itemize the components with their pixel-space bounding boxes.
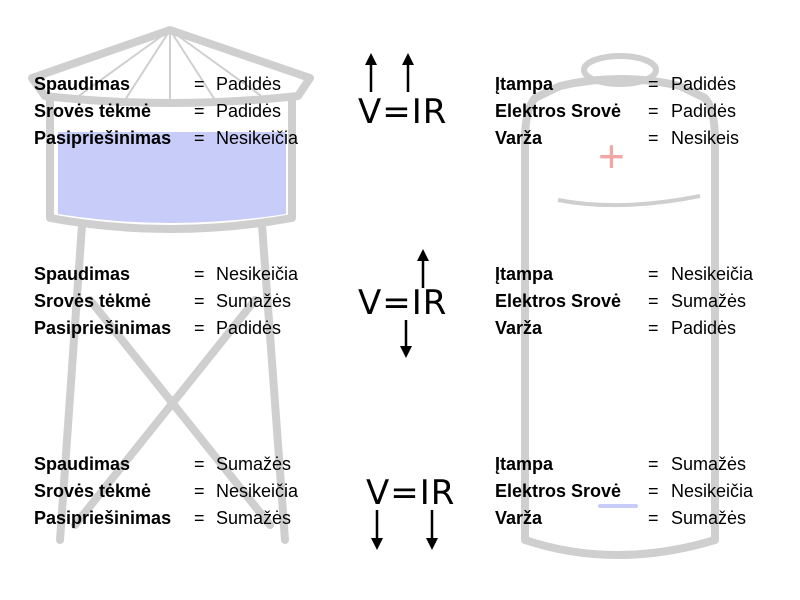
electric-label: Įtampa bbox=[495, 264, 554, 284]
water-value: Sumažės bbox=[216, 291, 292, 311]
equals-sign: = bbox=[194, 74, 205, 94]
arrow-down-icon bbox=[371, 510, 383, 550]
water-value: Padidės bbox=[216, 318, 282, 338]
electric-value: Sumažės bbox=[671, 291, 747, 311]
water-label: Pasipriešinimas bbox=[34, 508, 172, 528]
water-tower-brace-1 bbox=[86, 296, 274, 529]
equals-sign: = bbox=[194, 481, 205, 501]
equals-sign: = bbox=[648, 318, 659, 338]
water-value: Padidės bbox=[216, 74, 282, 94]
electric-value: Nesikeičia bbox=[671, 481, 754, 501]
water-label: Spaudimas bbox=[34, 454, 131, 474]
water-value: Nesikeičia bbox=[216, 481, 299, 501]
equals-sign: = bbox=[648, 101, 659, 121]
battery-label-line bbox=[557, 194, 701, 208]
equals-sign: = bbox=[194, 264, 205, 284]
arrow-down-icon bbox=[426, 510, 438, 550]
water-tower-leg-left bbox=[56, 221, 86, 544]
arrow-up-icon bbox=[365, 53, 377, 92]
electric-label: Įtampa bbox=[495, 74, 554, 94]
water-label: Srovės tėkmė bbox=[34, 481, 152, 501]
water-value: Padidės bbox=[216, 101, 282, 121]
equals-sign: = bbox=[648, 291, 659, 311]
electric-label: Elektros Srovė bbox=[495, 481, 622, 501]
equals-sign: = bbox=[194, 291, 205, 311]
water-label: Pasipriešinimas bbox=[34, 128, 172, 148]
arrow-up-icon bbox=[402, 53, 414, 92]
battery-illustration bbox=[521, 53, 719, 559]
equals-sign: = bbox=[648, 454, 659, 474]
water-value: Sumažės bbox=[216, 454, 292, 474]
water-tower-brace-2 bbox=[71, 296, 259, 529]
ohms-law-formula: V=IR bbox=[366, 473, 456, 513]
water-tower-tank bbox=[46, 96, 296, 233]
water-label: Srovės tėkmė bbox=[34, 101, 152, 121]
water-value: Sumažės bbox=[216, 508, 292, 528]
electric-value: Nesikeičia bbox=[671, 264, 754, 284]
equals-sign: = bbox=[648, 128, 659, 148]
equals-sign: = bbox=[194, 101, 205, 121]
electric-label: Varža bbox=[495, 318, 543, 338]
equals-sign: = bbox=[194, 318, 205, 338]
water-label: Spaudimas bbox=[34, 74, 131, 94]
water-tower-leg-right bbox=[258, 221, 289, 544]
electric-value: Padidės bbox=[671, 318, 737, 338]
equals-sign: = bbox=[194, 454, 205, 474]
water-tower-illustration bbox=[28, 26, 314, 544]
water-fill bbox=[58, 132, 286, 223]
battery-plus-symbol: + bbox=[598, 130, 625, 182]
water-label: Spaudimas bbox=[34, 264, 131, 284]
equals-sign: = bbox=[648, 508, 659, 528]
electric-label: Elektros Srovė bbox=[495, 101, 622, 121]
ohms-law-formula: V=IR bbox=[358, 92, 448, 132]
electric-value: Nesikeis bbox=[671, 128, 740, 148]
water-label: Srovės tėkmė bbox=[34, 291, 152, 311]
electric-label: Varža bbox=[495, 128, 543, 148]
arrow-up-icon bbox=[417, 249, 429, 288]
ohms-law-formula: V=IR bbox=[358, 283, 448, 323]
electric-value: Padidės bbox=[671, 74, 737, 94]
electric-label: Elektros Srovė bbox=[495, 291, 622, 311]
electric-value: Sumažės bbox=[671, 508, 747, 528]
equals-sign: = bbox=[648, 264, 659, 284]
equals-sign: = bbox=[194, 128, 205, 148]
equals-sign: = bbox=[648, 481, 659, 501]
water-value: Nesikeičia bbox=[216, 264, 299, 284]
electric-label: Varža bbox=[495, 508, 543, 528]
electric-value: Padidės bbox=[671, 101, 737, 121]
battery-terminal bbox=[581, 53, 659, 87]
equals-sign: = bbox=[194, 508, 205, 528]
equals-sign: = bbox=[648, 74, 659, 94]
water-value: Nesikeičia bbox=[216, 128, 299, 148]
water-label: Pasipriešinimas bbox=[34, 318, 172, 338]
electric-label: Įtampa bbox=[495, 454, 554, 474]
electric-value: Sumažės bbox=[671, 454, 747, 474]
arrow-down-icon bbox=[400, 320, 412, 358]
